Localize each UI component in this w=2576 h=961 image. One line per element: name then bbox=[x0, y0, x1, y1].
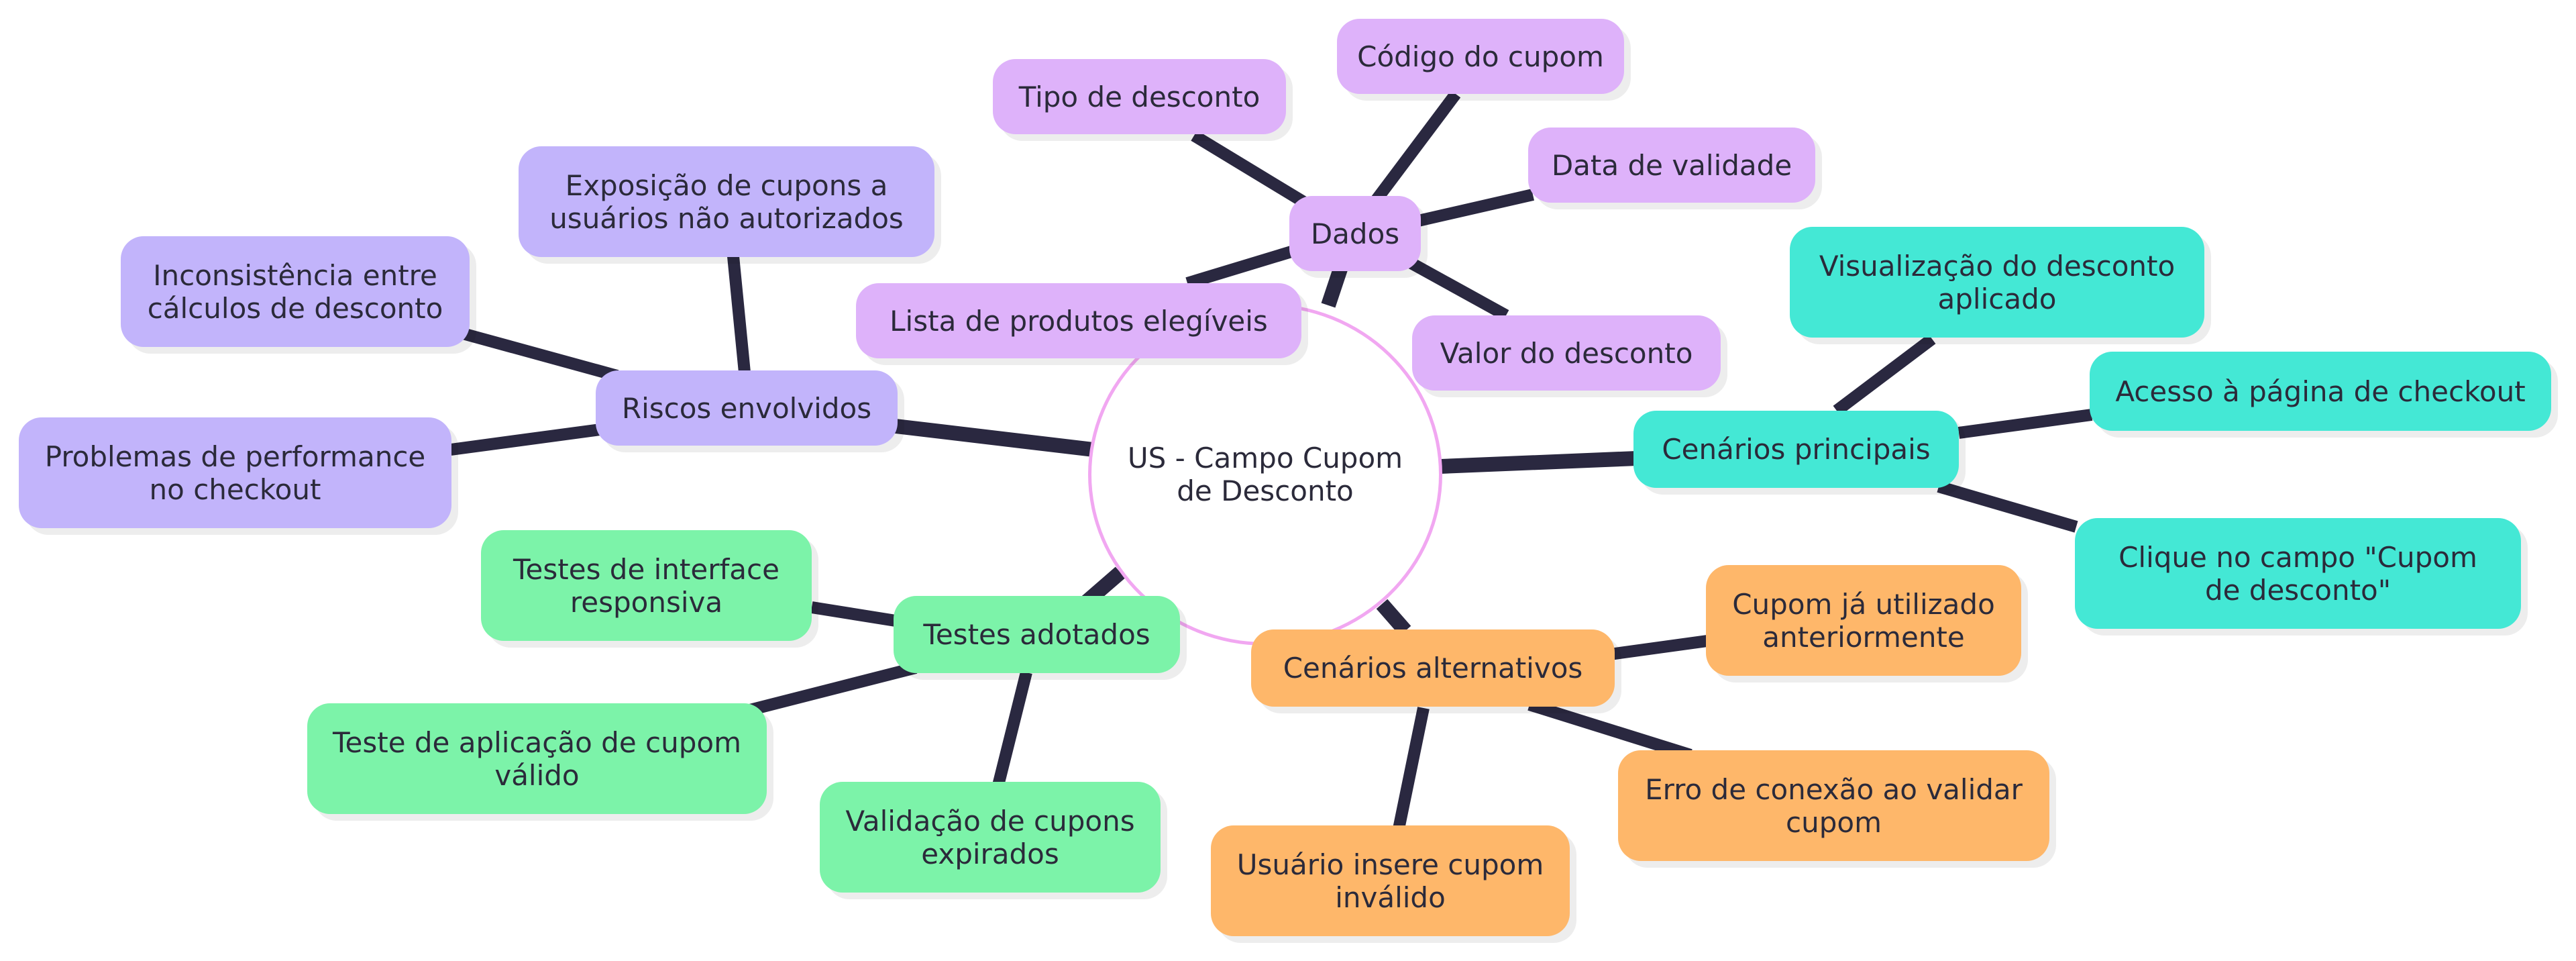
branch-riscos-label: Riscos envolvidos bbox=[621, 391, 872, 425]
dados-valor-do-desconto: Valor do desconto bbox=[1412, 315, 1721, 391]
edge-testes-validacao bbox=[992, 670, 1032, 787]
edge-dados-codigo bbox=[1370, 90, 1461, 205]
principais-visualizacao: Visualização do desconto aplicado bbox=[1790, 227, 2204, 338]
dados-codigo-do-cupom: Código do cupom bbox=[1337, 19, 1624, 94]
branch-cenarios-principais-label: Cenários principais bbox=[1662, 433, 1931, 466]
edge-riscos-performance bbox=[449, 423, 602, 456]
root-node: US - Campo Cupom de Desconto bbox=[1088, 303, 1442, 646]
alt-cupom-ja-utilizado: Cupom já utilizado anteriormente bbox=[1706, 565, 2021, 676]
edge-riscos-inconsistencia bbox=[461, 327, 619, 382]
edge-dados-valor bbox=[1405, 256, 1509, 321]
alt-erro-de-conexao: Erro de conexão ao validar cupom bbox=[1618, 750, 2049, 861]
edge-dados-tipo bbox=[1191, 130, 1311, 210]
testes-interface-responsiva: Testes de interface responsiva bbox=[481, 530, 812, 641]
edge-principais-clique bbox=[1937, 480, 2078, 533]
branch-testes-adotados: Testes adotados bbox=[894, 596, 1180, 673]
branch-testes-label: Testes adotados bbox=[923, 618, 1150, 651]
edge-alt-usuario-insere bbox=[1393, 707, 1430, 830]
riscos-inconsistencia: Inconsistência entre cálculos de descont… bbox=[121, 236, 470, 347]
branch-dados: Dados bbox=[1289, 196, 1421, 271]
branch-cenarios-alternativos-label: Cenários alternativos bbox=[1283, 652, 1583, 685]
principais-clique-campo: Clique no campo "Cupom de desconto" bbox=[2075, 518, 2521, 629]
edge-principais-acesso bbox=[1957, 409, 2093, 439]
branch-cenarios-principais: Cenários principais bbox=[1633, 411, 1959, 488]
branch-riscos-envolvidos: Riscos envolvidos bbox=[596, 370, 898, 446]
edge-alt-erro-conexao bbox=[1527, 699, 1693, 761]
edge-riscos-exposicao bbox=[727, 256, 751, 373]
branch-cenarios-alternativos: Cenários alternativos bbox=[1251, 629, 1615, 707]
edge-root-cenarios-principais bbox=[1440, 451, 1638, 474]
edge-dados-lista bbox=[1185, 246, 1293, 289]
principais-acesso-checkout: Acesso à página de checkout bbox=[2090, 352, 2551, 431]
riscos-performance: Problemas de performance no checkout bbox=[19, 417, 451, 528]
dados-data-de-validade: Data de validade bbox=[1528, 128, 1815, 203]
testes-validacao-cupons-expirados: Validação de cupons expirados bbox=[820, 782, 1161, 893]
dados-tipo-de-desconto: Tipo de desconto bbox=[993, 59, 1286, 134]
branch-dados-label: Dados bbox=[1310, 217, 1400, 250]
edge-root-cenarios-alternativos bbox=[1376, 599, 1411, 636]
edge-testes-interface bbox=[810, 601, 897, 627]
alt-usuario-insere-invalido: Usuário insere cupom inválido bbox=[1211, 825, 1570, 936]
edge-principais-visualizacao bbox=[1833, 334, 1936, 416]
riscos-exposicao-de-cupons: Exposição de cupons a usuários não autor… bbox=[519, 146, 934, 257]
edge-alt-cupom-utilizado bbox=[1609, 635, 1709, 660]
edge-root-riscos bbox=[894, 419, 1095, 457]
root-label: US - Campo Cupom de Desconto bbox=[1127, 442, 1403, 507]
dados-lista-de-produtos: Lista de produtos elegíveis bbox=[856, 283, 1301, 358]
edge-testes-aplicacao bbox=[743, 662, 918, 717]
testes-aplicacao-cupom-valido: Teste de aplicação de cupom válido bbox=[307, 703, 767, 814]
edge-dados-validade bbox=[1413, 189, 1535, 227]
